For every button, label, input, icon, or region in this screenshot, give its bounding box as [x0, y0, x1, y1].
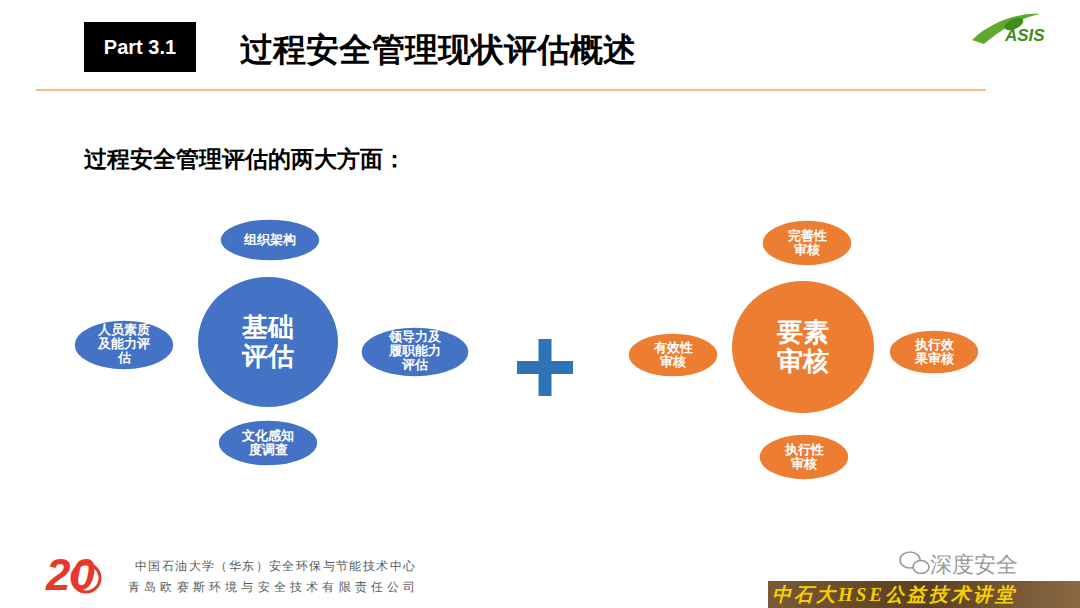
ellipse-shape	[759, 434, 849, 480]
footer-org: 中国石油大学（华东）安全环保与节能技术中心	[135, 558, 416, 575]
text-holder: 执行性审核	[758, 433, 850, 481]
text-holder: 领导力及履职能力评估	[360, 326, 470, 378]
anniversary-logo: 20	[46, 550, 95, 600]
banner-strip	[768, 581, 1080, 608]
ellipse-shape	[74, 320, 174, 370]
text-holder: 完善性审核	[761, 219, 853, 267]
aspect-ellipse: 执行效果审核	[888, 329, 980, 375]
slide-title: 过程安全管理现状评估概述	[240, 28, 636, 73]
watermark: 深度安全	[930, 550, 1018, 580]
text-holder: 执行效果审核	[888, 329, 980, 375]
text-holder: 有效性审核	[627, 332, 719, 378]
wechat-icon	[900, 552, 929, 574]
aspect-ellipse: 人员素质及能力评估	[73, 319, 175, 371]
node-label: 组织架构	[230, 233, 310, 247]
header-rule	[36, 89, 986, 91]
ellipse-shape	[628, 333, 718, 377]
aspect-ellipse: 领导力及履职能力评估	[360, 326, 470, 378]
node-label: 完善性审核	[785, 229, 829, 258]
aspect-ellipse: 组织架构	[219, 218, 321, 262]
subheading: 过程安全管理评估的两大方面：	[84, 144, 406, 175]
logo-text: ASIS	[1005, 26, 1045, 46]
node-label: 人员素质及能力评估	[97, 324, 151, 365]
node-label: 文化感知度调查	[239, 429, 297, 458]
text-holder: 组织架构	[219, 218, 321, 262]
ellipse-shape	[218, 420, 318, 466]
aspect-ellipse: 有效性审核	[627, 332, 719, 378]
center-circle: 要素审核	[731, 280, 875, 414]
node-label: 基础评估	[238, 313, 298, 370]
aspect-ellipse: 执行性审核	[758, 433, 850, 481]
ellipse-shape	[220, 219, 320, 261]
part-number: Part 3.1	[84, 22, 196, 72]
banner-text: 中石大HSE公益技术讲堂	[772, 582, 1017, 608]
ellipse-shape	[889, 330, 979, 374]
ellipse-shape	[762, 220, 852, 266]
node-label: 有效性审核	[651, 341, 695, 370]
ellipse-shape	[361, 327, 469, 377]
text-holder: 人员素质及能力评估	[73, 319, 175, 371]
text-holder: 文化感知度调查	[217, 419, 319, 467]
aspect-ellipse: 完善性审核	[761, 219, 853, 267]
aspect-ellipse: 文化感知度调查	[217, 419, 319, 467]
text-holder: 基础评估	[197, 276, 339, 408]
node-label: 执行效果审核	[912, 338, 956, 367]
node-label: 领导力及履职能力评估	[388, 331, 442, 372]
footer-org: 青岛欧赛斯环境与安全技术有限责任公司	[128, 579, 420, 596]
part-badge	[84, 22, 196, 72]
node-label: 执行性审核	[782, 443, 826, 472]
ellipse-shape	[198, 277, 338, 407]
ellipse-shape	[732, 281, 874, 413]
node-label: 要素审核	[773, 318, 833, 375]
plus-sign	[517, 339, 573, 396]
text-holder: 要素审核	[731, 280, 875, 414]
center-circle: 基础评估	[197, 276, 339, 408]
